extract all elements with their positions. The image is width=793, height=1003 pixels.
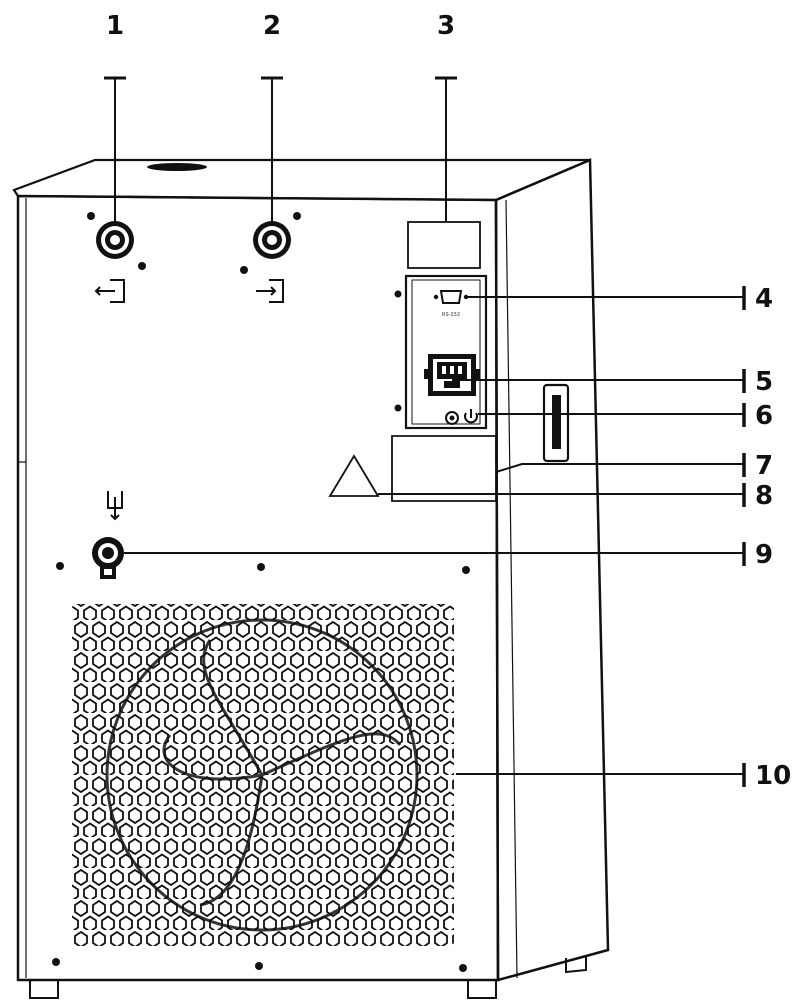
side-face [494,158,610,982]
screw [394,404,402,412]
side-inner-edge [505,199,518,979]
screw [293,212,301,220]
electrical-panel: RS-232 [404,274,488,430]
screw [138,262,146,270]
foot-side [565,955,587,974]
inlet-arrow-icon [256,279,284,303]
inlet-port [253,221,291,259]
rs232-label: RS-232 [442,312,460,318]
screw [257,563,265,571]
side-handle [542,383,570,463]
top-opening [147,163,207,171]
screw [240,266,248,274]
top-surface [12,158,591,202]
connector-cover [391,435,497,502]
power-inlet [424,354,480,396]
outlet-arrow-icon [94,279,125,303]
rs232-connector: RS-232 [433,290,469,318]
callout-label-10: 10 [755,761,791,791]
screw [462,566,470,574]
label-plate [407,221,481,269]
screw [56,562,64,570]
callout-label-2: 2 [263,11,281,41]
callout-label-4: 4 [755,284,773,314]
vent-grille [72,604,454,946]
drain-arrow-icon [107,491,123,521]
side-handle-recess [552,395,561,449]
callout-label-6: 6 [755,401,773,431]
callout-label-1: 1 [106,11,124,41]
callout-label-3: 3 [437,11,455,41]
callout-line-7 [495,463,743,473]
screw [459,964,467,972]
foot-right [467,980,497,999]
callout-label-9: 9 [755,540,773,570]
chiller-body [12,158,610,999]
screw [394,290,402,298]
callout-label-7: 7 [755,451,773,481]
screw [52,958,60,966]
callout-label-8: 8 [755,481,773,511]
screw [255,962,263,970]
screws [52,212,470,972]
drain-port [92,537,124,579]
foot-left [29,980,59,999]
callouts: 1 2 3 4 5 6 7 8 9 10 [104,11,791,791]
outlet-port [96,221,134,259]
screw [87,212,95,220]
callout-label-5: 5 [755,367,773,397]
fan-behind-grille [105,618,419,932]
warning-triangle-icon [328,454,380,497]
power-switch-icon [464,409,478,424]
fuse-holder [445,411,459,425]
